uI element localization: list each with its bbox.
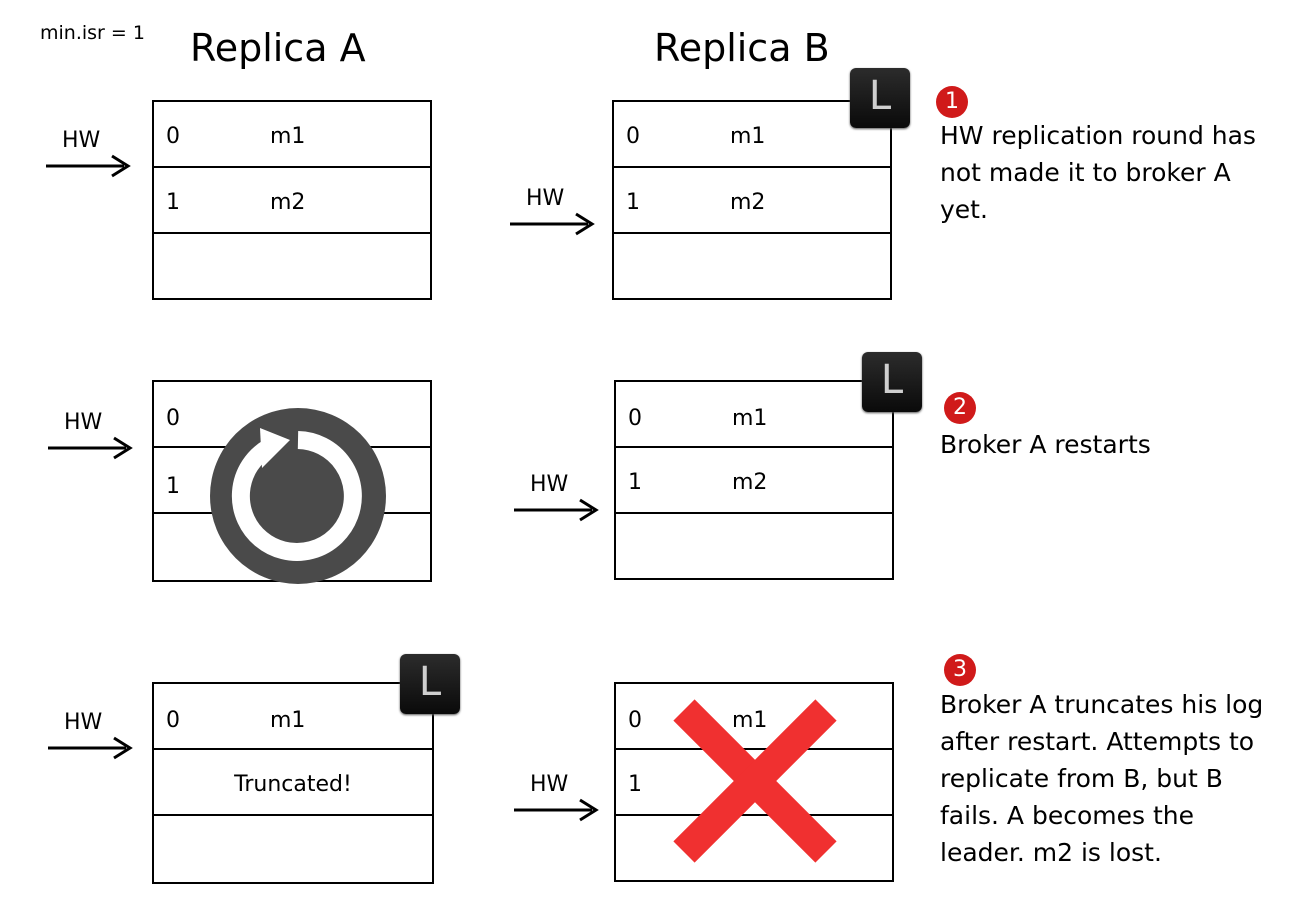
arrow-right-icon — [510, 212, 595, 236]
step-3-badge: 3 — [944, 654, 976, 686]
log-row: Truncated! — [154, 750, 432, 816]
message-label: m1 — [732, 406, 768, 431]
replica-b-title: Replica B — [654, 26, 830, 70]
offset-label: 1 — [628, 470, 642, 495]
failure-cross-icon — [673, 699, 837, 863]
hw-label: HW — [530, 472, 569, 497]
step2-replica-b-log: 0 m1 1 m2 — [614, 380, 894, 580]
log-row: 0 m1 — [616, 382, 892, 448]
step3-replica-b-log: 0 m1 1 — [614, 682, 894, 882]
step1-replica-b-log: 0 m1 1 m2 — [612, 100, 892, 300]
offset-label: 1 — [628, 772, 642, 797]
hw-label: HW — [526, 186, 565, 211]
log-row: 0 m1 — [154, 684, 432, 750]
step-2-badge: 2 — [944, 392, 976, 424]
log-row: 1 m2 — [616, 448, 892, 514]
message-label: m1 — [270, 124, 306, 149]
step3-replica-a-log: 0 m1 Truncated! — [152, 682, 434, 884]
offset-label: 1 — [166, 474, 180, 499]
offset-label: 0 — [628, 708, 642, 733]
arrow-right-icon — [48, 436, 133, 460]
hw-label: HW — [62, 128, 101, 153]
log-row: 0 m1 — [614, 102, 890, 168]
hw-label: HW — [530, 772, 569, 797]
step-2-description: Broker A restarts — [940, 430, 1151, 459]
offset-label: 1 — [626, 190, 640, 215]
message-label: m2 — [270, 190, 306, 215]
step-3-description: Broker A truncates his log after restart… — [940, 690, 1264, 867]
restart-icon — [210, 408, 386, 584]
step1-replica-a-log: 0 m1 1 m2 — [152, 100, 432, 300]
replica-a-title: Replica A — [190, 26, 366, 70]
message-label: m1 — [730, 124, 766, 149]
step-1-badge: 1 — [936, 86, 968, 118]
leader-badge-icon: L — [862, 352, 922, 412]
offset-label: 0 — [166, 124, 180, 149]
message-label: m2 — [730, 190, 766, 215]
message-label: m2 — [732, 470, 768, 495]
leader-badge-icon: L — [400, 654, 460, 714]
log-row: 0 m1 — [616, 684, 892, 750]
offset-label: 0 — [626, 124, 640, 149]
message-label: m1 — [732, 708, 768, 733]
offset-label: 0 — [166, 708, 180, 733]
arrow-right-icon — [48, 736, 133, 760]
leader-badge-icon: L — [850, 68, 910, 128]
log-row: 0 m1 — [154, 102, 430, 168]
truncated-label: Truncated! — [234, 772, 352, 797]
min-isr-label: min.isr = 1 — [40, 22, 145, 44]
arrow-right-icon — [46, 154, 131, 178]
step-1-description: HW replication round has not made it to … — [940, 121, 1256, 224]
offset-label: 0 — [166, 406, 180, 431]
arrow-right-icon — [514, 498, 599, 522]
hw-label: HW — [64, 410, 103, 435]
hw-label: HW — [64, 710, 103, 735]
offset-label: 0 — [628, 406, 642, 431]
offset-label: 1 — [166, 190, 180, 215]
log-row: 1 m2 — [154, 168, 430, 234]
log-row: 1 — [616, 750, 892, 816]
arrow-right-icon — [514, 798, 599, 822]
log-row: 1 m2 — [614, 168, 890, 234]
message-label: m1 — [270, 708, 306, 733]
